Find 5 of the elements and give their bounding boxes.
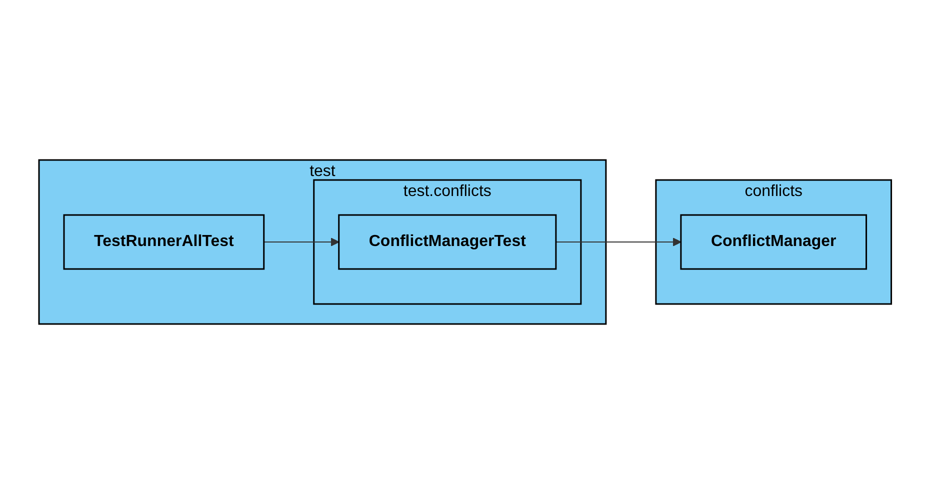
arrow [555,238,682,246]
arrow [263,238,340,246]
node-box: ConflictManagerTest [338,214,557,270]
node-box: TestRunnerAllTest [63,214,264,270]
node-box: ConflictManager [680,214,867,270]
